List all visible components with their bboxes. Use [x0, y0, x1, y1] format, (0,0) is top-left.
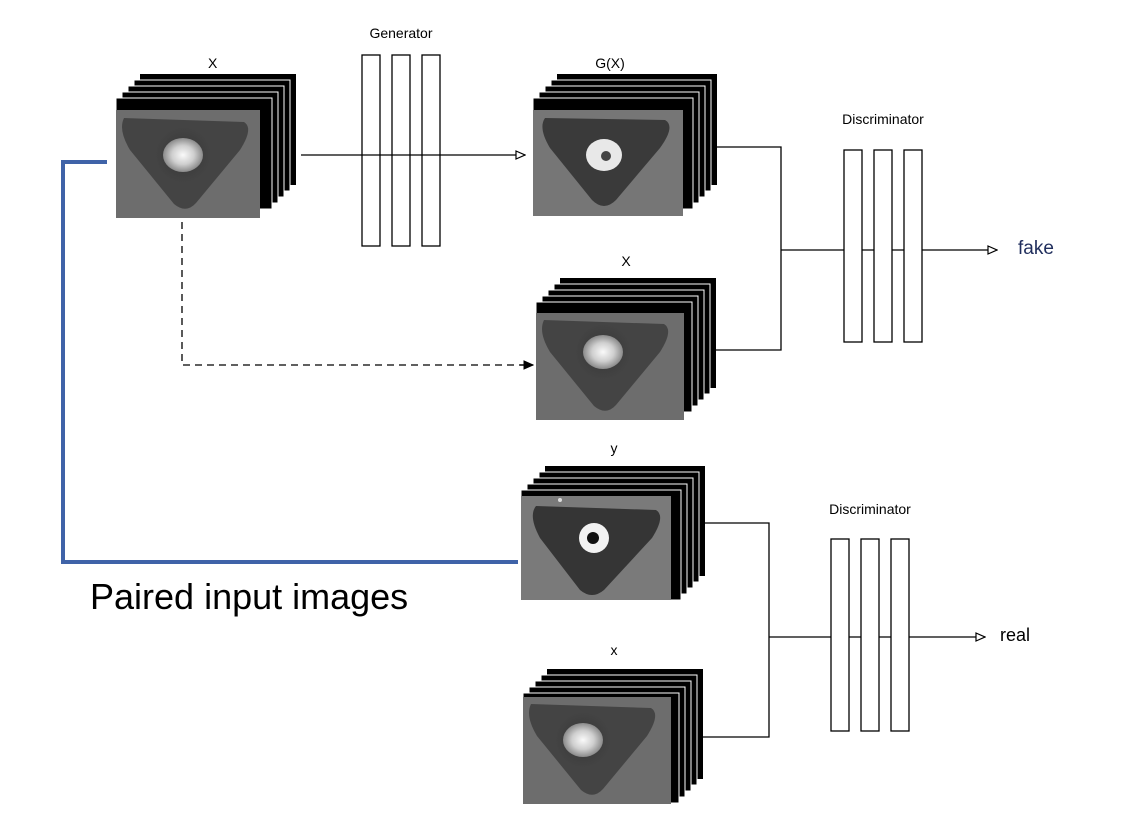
paired-bracket: [61, 160, 518, 564]
real-label: real: [1000, 625, 1030, 645]
discriminator-bottom-label: Discriminator: [829, 501, 911, 517]
input-x-mid-label: X: [621, 253, 631, 269]
input-x-top-image: [116, 110, 260, 218]
paired-input-label: Paired input images: [90, 576, 408, 617]
input-y-stack: [520, 466, 705, 601]
input-y-label: y: [611, 440, 618, 456]
gx-stack: [532, 74, 717, 216]
generator-label: Generator: [369, 25, 432, 41]
discriminator-top-label: Discriminator: [842, 111, 924, 127]
input-x-bottom-stack: [522, 669, 703, 804]
top-disc-merge-wire: [712, 146, 782, 351]
input-x-bottom-image: [523, 697, 671, 804]
fake-label: fake: [1018, 238, 1054, 259]
gx-label: G(X): [595, 55, 625, 71]
input-x-mid-image: [536, 313, 684, 420]
discriminator-bottom-block: [830, 538, 910, 732]
input-x-top-label: X: [208, 55, 218, 71]
generator-block: [361, 54, 441, 247]
gx-image: [533, 110, 683, 216]
input-x-mid-stack: [535, 278, 716, 420]
input-y-image: [521, 496, 671, 600]
bottom-disc-merge-wire: [700, 522, 770, 738]
discriminator-top-block: [843, 149, 923, 343]
input-x-bottom-label: x: [611, 642, 618, 658]
input-x-top-stack: [115, 74, 296, 218]
copy-x-dashed-arrow: [181, 222, 528, 366]
